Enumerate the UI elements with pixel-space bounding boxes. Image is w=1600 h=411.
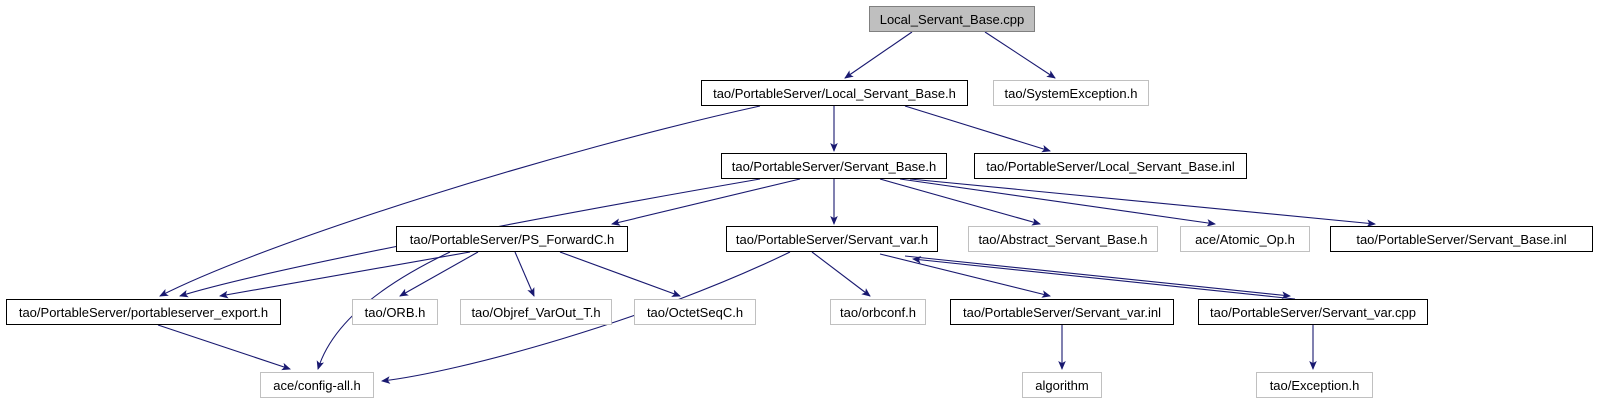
graph-node-atomic[interactable]: ace/Atomic_Op.h (1180, 226, 1310, 252)
graph-node-label: tao/Objref_VarOut_T.h (471, 304, 601, 320)
graph-edge-sv_h-to-config_all (381, 251, 791, 384)
graph-edge-lsb_h-to-lsb_inl (904, 105, 1051, 153)
graph-node-root[interactable]: Local_Servant_Base.cpp (869, 6, 1035, 32)
graph-node-label: tao/ORB.h (364, 304, 426, 320)
graph-node-label: tao/orbconf.h (840, 304, 916, 320)
graph-edge-sb_h-to-sb_inl (909, 178, 1376, 228)
graph-edge-lsb_h-to-ps_export (159, 105, 761, 297)
graph-node-label: tao/Abstract_Servant_Base.h (978, 231, 1148, 247)
graph-edge-ps_fwd-to-objref (514, 251, 535, 297)
graph-node-exception[interactable]: tao/Exception.h (1256, 372, 1373, 398)
graph-node-sb_inl[interactable]: tao/PortableServer/Servant_Base.inl (1330, 226, 1593, 252)
graph-node-label: ace/config-all.h (273, 377, 361, 393)
graph-edge-root-to-lsb_h (844, 31, 913, 79)
graph-edge-sv_cpp-to-sv_h (912, 256, 1296, 300)
graph-node-algorithm[interactable]: algorithm (1022, 372, 1102, 398)
graph-node-label: tao/OctetSeqC.h (646, 304, 744, 320)
graph-node-label: tao/PortableServer/Servant_Base.inl (1356, 231, 1567, 247)
graph-edge-ps_fwd-to-orb_h (399, 251, 479, 297)
graph-edge-ps_fwd-to-ps_export (219, 251, 471, 299)
graph-edge-sv_h-to-orbconf (811, 251, 871, 297)
graph-node-sb_h[interactable]: tao/PortableServer/Servant_Base.h (721, 153, 947, 179)
graph-node-orbconf[interactable]: tao/orbconf.h (830, 299, 926, 325)
graph-edge-sv_h-to-sv_cpp (904, 255, 1291, 299)
graph-edge-sb_h-to-abs_sb (879, 178, 1041, 226)
graph-node-label: tao/PortableServer/Local_Servant_Base.in… (986, 158, 1235, 174)
graph-edge-ps_export-to-config_all (157, 324, 291, 371)
graph-node-octet[interactable]: tao/OctetSeqC.h (634, 299, 756, 325)
graph-node-label: tao/PortableServer/portableserver_export… (18, 304, 269, 320)
graph-node-ps_export[interactable]: tao/PortableServer/portableserver_export… (6, 299, 281, 325)
graph-node-sv_h[interactable]: tao/PortableServer/Servant_var.h (726, 226, 938, 252)
graph-node-label: tao/PortableServer/Servant_var.inl (963, 304, 1161, 320)
graph-node-sv_cpp[interactable]: tao/PortableServer/Servant_var.cpp (1198, 299, 1428, 325)
graph-node-label: tao/SystemException.h (1004, 85, 1138, 101)
graph-node-lsb_h[interactable]: tao/PortableServer/Local_Servant_Base.h (701, 80, 968, 106)
graph-node-abs_sb[interactable]: tao/Abstract_Servant_Base.h (968, 226, 1158, 252)
graph-node-label: tao/PortableServer/Servant_Base.h (731, 158, 937, 174)
graph-node-lsb_inl[interactable]: tao/PortableServer/Local_Servant_Base.in… (974, 153, 1247, 179)
graph-edge-sv_h-to-sv_inl (879, 253, 1051, 298)
graph-node-label: tao/PortableServer/PS_ForwardC.h (409, 231, 615, 247)
graph-node-label: Local_Servant_Base.cpp (879, 11, 1025, 27)
graph-node-label: tao/PortableServer/Servant_var.cpp (1210, 304, 1416, 320)
graph-node-label: ace/Atomic_Op.h (1195, 231, 1295, 247)
graph-node-sysexc[interactable]: tao/SystemException.h (993, 80, 1149, 106)
graph-edge-root-to-sysexc (984, 31, 1056, 79)
graph-edge-sb_h-to-atomic (899, 178, 1216, 227)
graph-node-label: algorithm (1035, 377, 1089, 393)
graph-edge-sb_h-to-ps_fwd (611, 178, 801, 226)
graph-node-label: tao/Exception.h (1269, 377, 1360, 393)
graph-node-label: tao/PortableServer/Local_Servant_Base.h (713, 85, 956, 101)
graph-node-label: tao/PortableServer/Servant_var.h (735, 231, 929, 247)
graph-node-orb_h[interactable]: tao/ORB.h (352, 299, 438, 325)
graph-node-objref[interactable]: tao/Objref_VarOut_T.h (460, 299, 612, 325)
graph-node-sv_inl[interactable]: tao/PortableServer/Servant_var.inl (950, 299, 1174, 325)
graph-node-config_all[interactable]: ace/config-all.h (260, 372, 374, 398)
graph-edge-ps_fwd-to-octet (559, 251, 681, 297)
graph-node-ps_fwd[interactable]: tao/PortableServer/PS_ForwardC.h (396, 226, 628, 252)
